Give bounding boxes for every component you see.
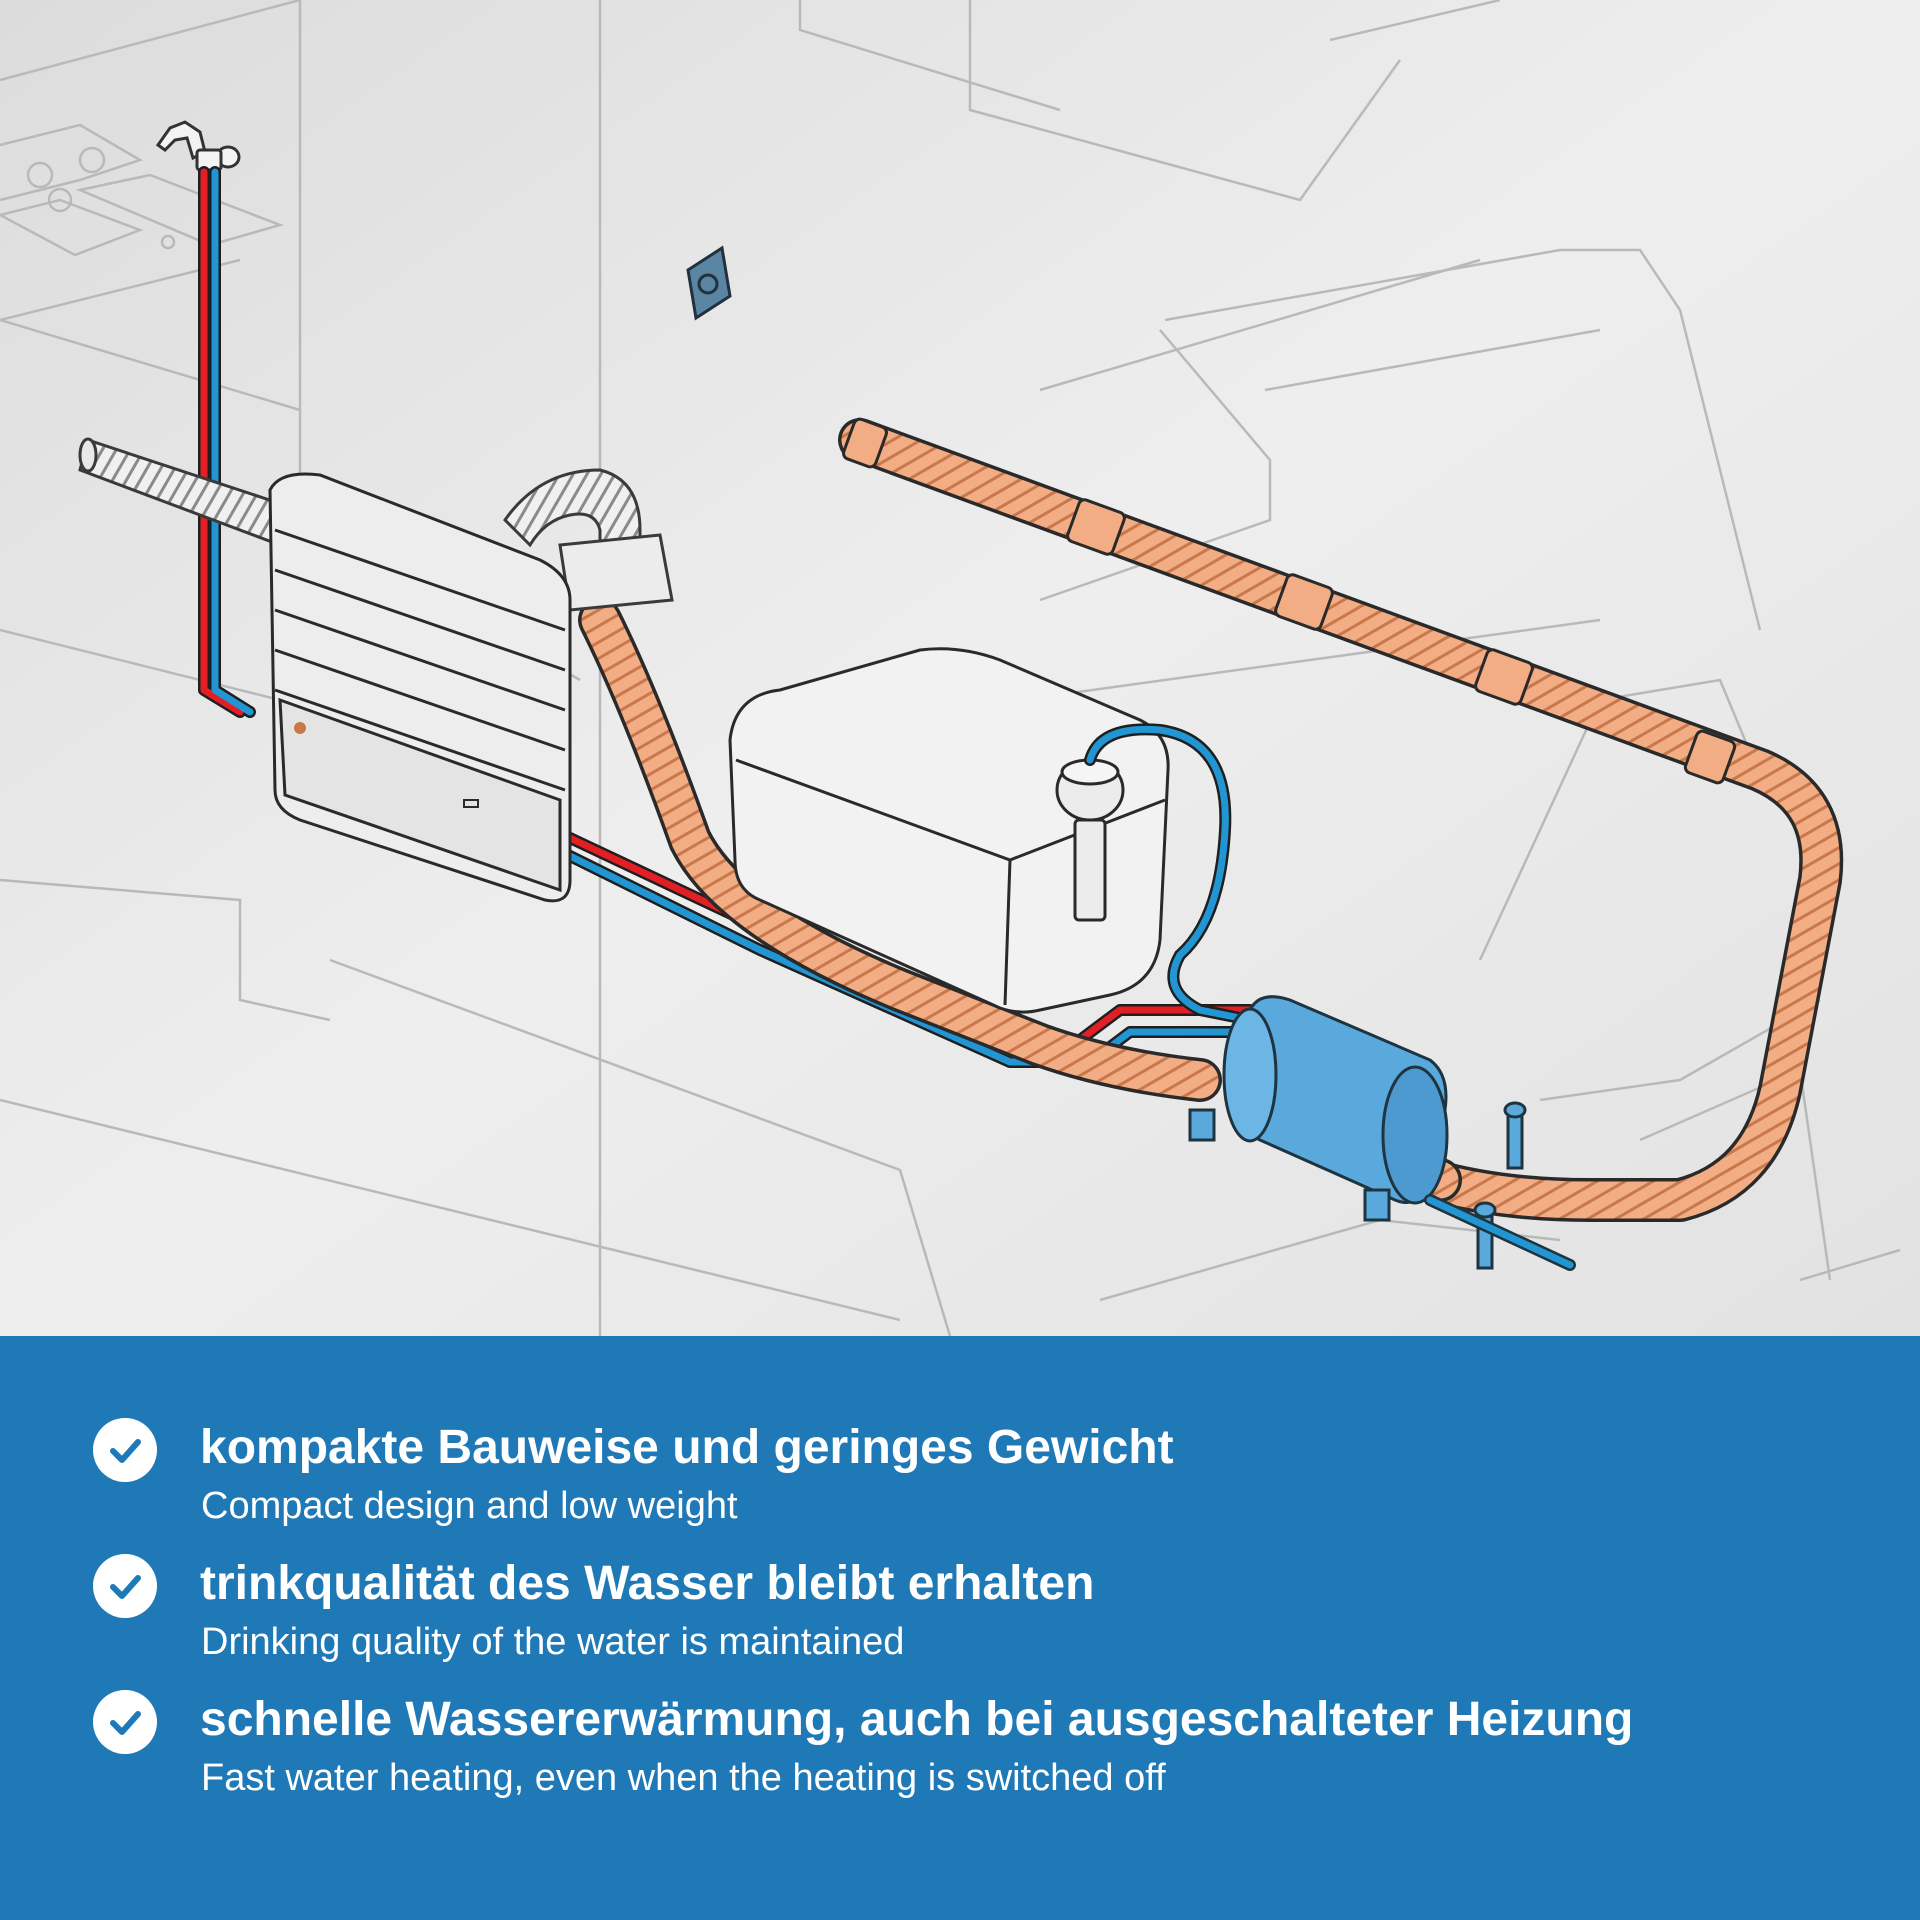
feature-title: kompakte Bauweise und geringes Gewicht <box>200 1421 1174 1474</box>
kitchen-counter <box>0 123 284 322</box>
drain-valve <box>1424 1101 1576 1271</box>
wall-control-panel <box>686 245 732 321</box>
feature-item: schnelle Wassererwärmung, auch bei ausge… <box>0 1690 1920 1820</box>
feature-subtitle: Compact design and low weight <box>201 1485 738 1527</box>
feature-title: schnelle Wassererwärmung, auch bei ausge… <box>200 1693 1634 1746</box>
pump <box>1055 758 1125 922</box>
duct-couplings <box>842 417 1737 785</box>
feature-subtitle: Fast water heating, even when the heatin… <box>201 1757 1166 1799</box>
feature-item: trinkqualität des Wasser bleibt erhalten… <box>0 1554 1920 1684</box>
feature-panel: kompakte Bauweise und geringes Gewicht C… <box>0 1336 1920 1920</box>
flex-connector <box>503 468 674 612</box>
water-tank <box>728 647 1170 1014</box>
feature-item: kompakte Bauweise und geringes Gewicht C… <box>0 1418 1920 1548</box>
installation-illustration <box>0 0 1920 1336</box>
heater-unit <box>268 472 572 903</box>
faucet <box>155 120 241 172</box>
check-circle-icon <box>93 1418 157 1482</box>
feature-subtitle: Drinking quality of the water is maintai… <box>201 1621 905 1663</box>
air-duct <box>838 418 1844 1222</box>
feature-title: trinkqualität des Wasser bleibt erhalten <box>200 1557 1095 1610</box>
check-circle-icon <box>93 1554 157 1618</box>
water-heater <box>1188 995 1449 1222</box>
check-circle-icon <box>93 1690 157 1754</box>
pump-line <box>1084 723 1256 1026</box>
